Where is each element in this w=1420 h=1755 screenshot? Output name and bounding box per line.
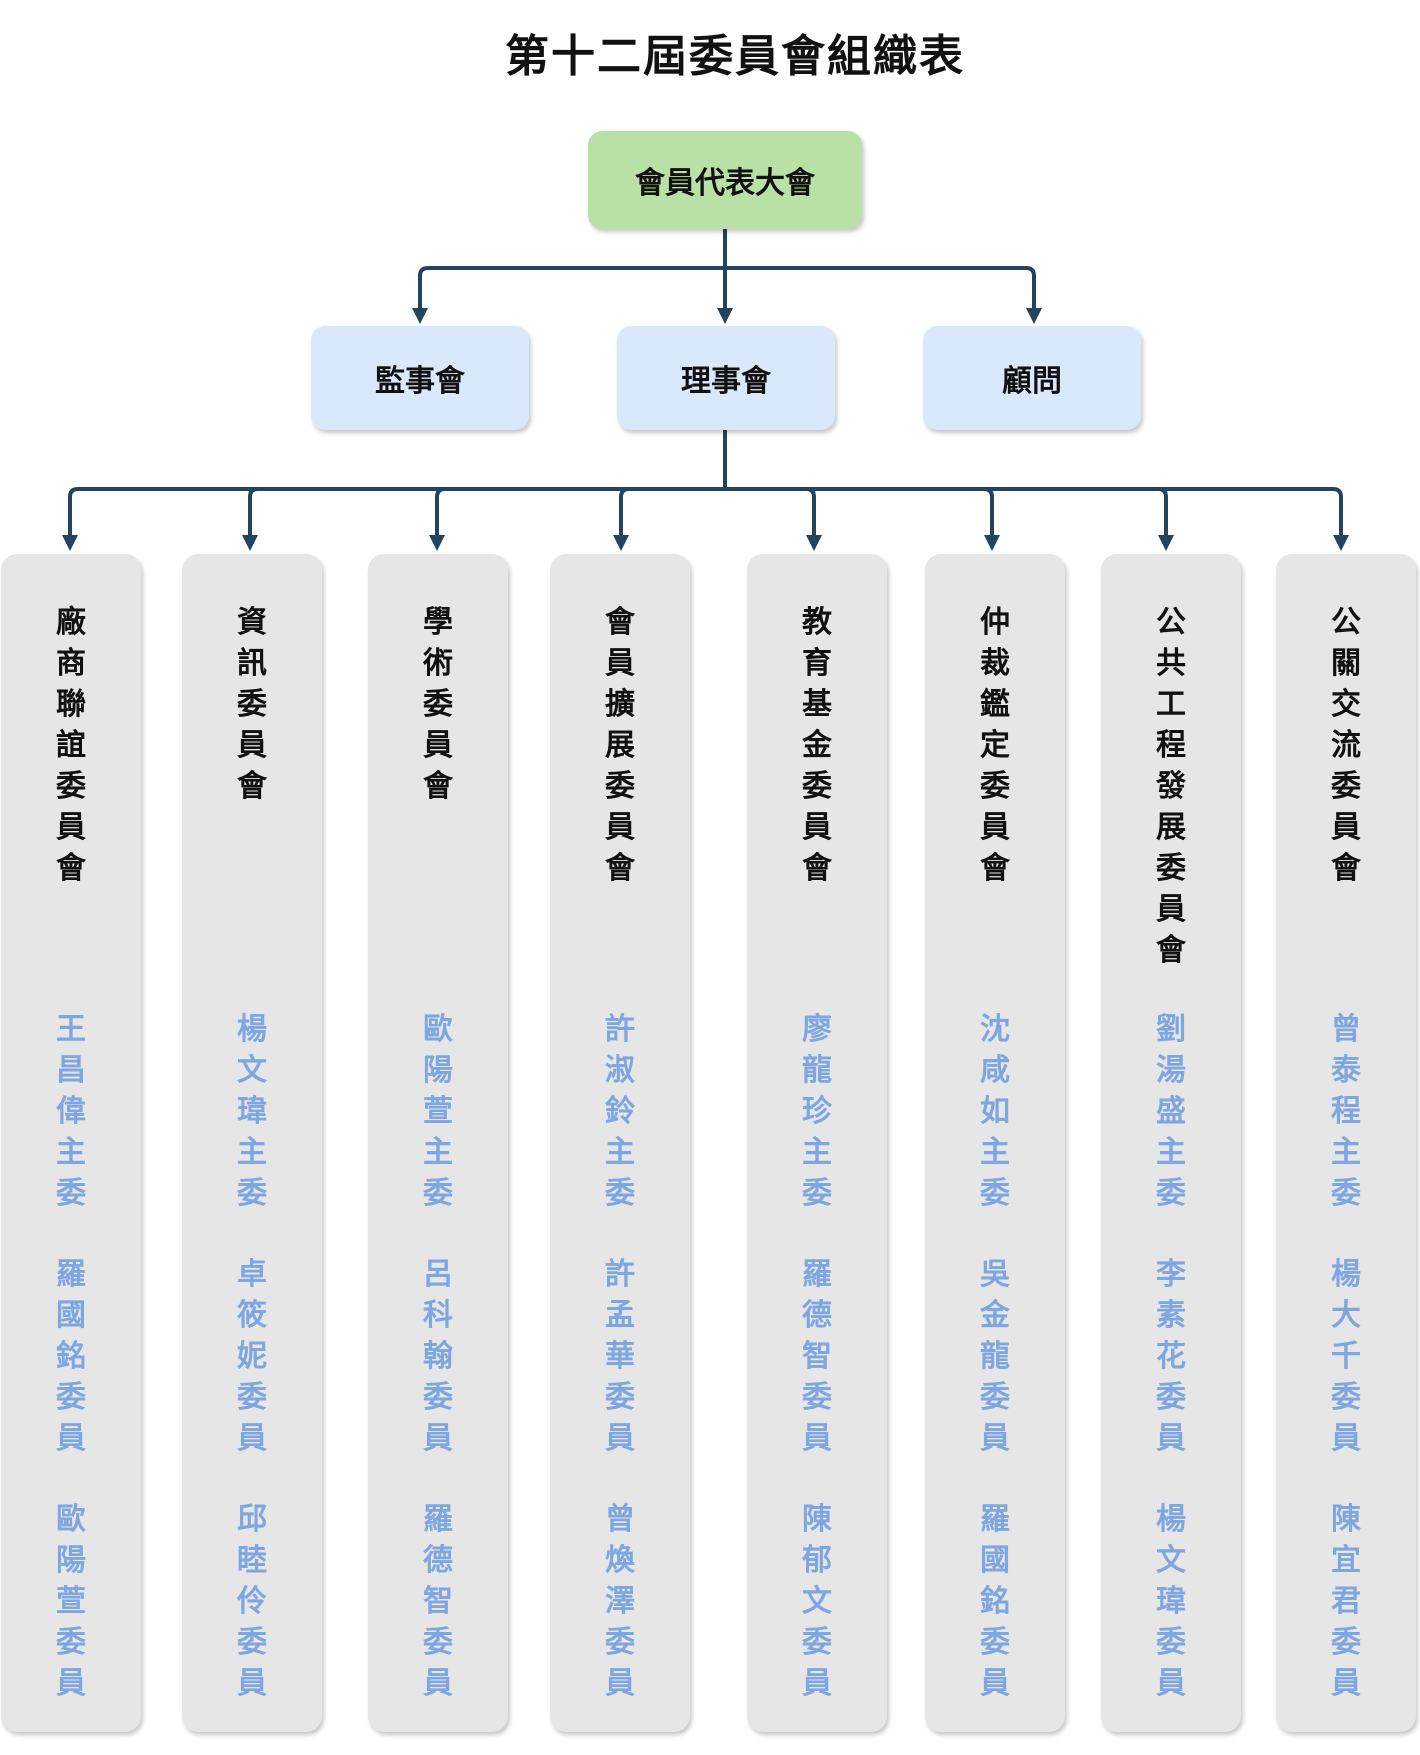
- connector-to-advisors: [725, 266, 1042, 324]
- committee-column: 資訊委員會楊文瑋主委卓筱妮委員邱睦伶委員: [182, 554, 322, 1732]
- supervisors-label: 監事會: [375, 364, 465, 399]
- committee-member: 李素花委員: [1156, 1257, 1186, 1456]
- chart-title: 第十二屆委員會組織表: [505, 31, 965, 82]
- committee-member: 曾泰程主委: [1331, 1012, 1361, 1211]
- committee-member: 歐陽萱委員: [56, 1502, 86, 1701]
- advisors-label: 顧問: [1002, 364, 1062, 399]
- committee-column: 廠商聯誼委員會王昌偉主委羅國銘委員歐陽萱委員: [1, 554, 141, 1732]
- connector-branch-2: [242, 487, 725, 551]
- committee-member: 楊文瑋委員: [1156, 1502, 1186, 1701]
- connector-branch-6: [725, 487, 1000, 551]
- connector-branch-5: [725, 487, 822, 551]
- connector-to-supervisors: [412, 266, 725, 324]
- connector-branch-8: [725, 487, 1349, 551]
- advisors-node: 顧問: [923, 326, 1141, 430]
- committee-member: 廖龍珍主委: [802, 1012, 832, 1211]
- committee-name: 公共工程發展委員會: [1156, 605, 1186, 968]
- connector-branch-7: [725, 487, 1174, 551]
- root-label: 會員代表大會: [635, 166, 815, 201]
- committee-member: 呂科翰委員: [423, 1257, 453, 1456]
- connector-branch-4: [613, 487, 725, 551]
- committee-member: 邱睦伶委員: [237, 1502, 267, 1701]
- committee-column: 會員擴展委員會許淑鈴主委許孟華委員曾煥澤委員: [550, 554, 690, 1732]
- directors-label: 理事會: [681, 364, 771, 399]
- committee-column: 公關交流委員會曾泰程主委楊大千委員陳宜君委員: [1276, 554, 1416, 1732]
- committee-member: 羅國銘委員: [56, 1257, 86, 1456]
- committee-column: 仲裁鑑定委員會沈咸如主委吳金龍委員羅國銘委員: [925, 554, 1065, 1732]
- root-node: 會員代表大會: [588, 131, 862, 229]
- committee-member: 卓筱妮委員: [237, 1257, 267, 1456]
- committee-name: 會員擴展委員會: [605, 605, 635, 886]
- committee-member: 吳金龍委員: [980, 1257, 1010, 1456]
- committee-member: 羅德智委員: [802, 1257, 832, 1456]
- committee-member: 羅國銘委員: [980, 1502, 1010, 1701]
- connector-branch-1: [62, 487, 725, 551]
- supervisors-node: 監事會: [311, 326, 529, 430]
- directors-node: 理事會: [617, 326, 835, 430]
- committee-column: 學術委員會歐陽萱主委呂科翰委員羅德智委員: [368, 554, 508, 1732]
- committee-name: 資訊委員會: [237, 605, 267, 804]
- committee-member: 羅德智委員: [423, 1502, 453, 1701]
- committee-member: 許孟華委員: [605, 1257, 635, 1456]
- committee-member: 王昌偉主委: [56, 1012, 86, 1211]
- committee-name: 教育基金委員會: [802, 605, 832, 886]
- committee-name: 公關交流委員會: [1331, 605, 1361, 886]
- committee-column: 公共工程發展委員會劉湯盛主委李素花委員楊文瑋委員: [1101, 554, 1241, 1732]
- committee-member: 楊文瑋主委: [237, 1012, 267, 1211]
- committee-member: 陳宜君委員: [1331, 1502, 1361, 1701]
- committee-name: 學術委員會: [423, 605, 453, 804]
- committee-member: 陳郁文委員: [802, 1502, 832, 1701]
- committee-member: 沈咸如主委: [980, 1012, 1010, 1211]
- committee-name: 仲裁鑑定委員會: [980, 605, 1010, 886]
- committee-member: 劉湯盛主委: [1156, 1012, 1186, 1211]
- committee-column: 教育基金委員會廖龍珍主委羅德智委員陳郁文委員: [747, 554, 887, 1732]
- committee-member: 歐陽萱主委: [423, 1012, 453, 1211]
- committee-member: 曾煥澤委員: [605, 1502, 635, 1701]
- committee-member: 許淑鈴主委: [605, 1012, 635, 1211]
- connector-branch-3: [429, 487, 725, 551]
- committee-member: 楊大千委員: [1331, 1257, 1361, 1456]
- committee-name: 廠商聯誼委員會: [56, 605, 86, 886]
